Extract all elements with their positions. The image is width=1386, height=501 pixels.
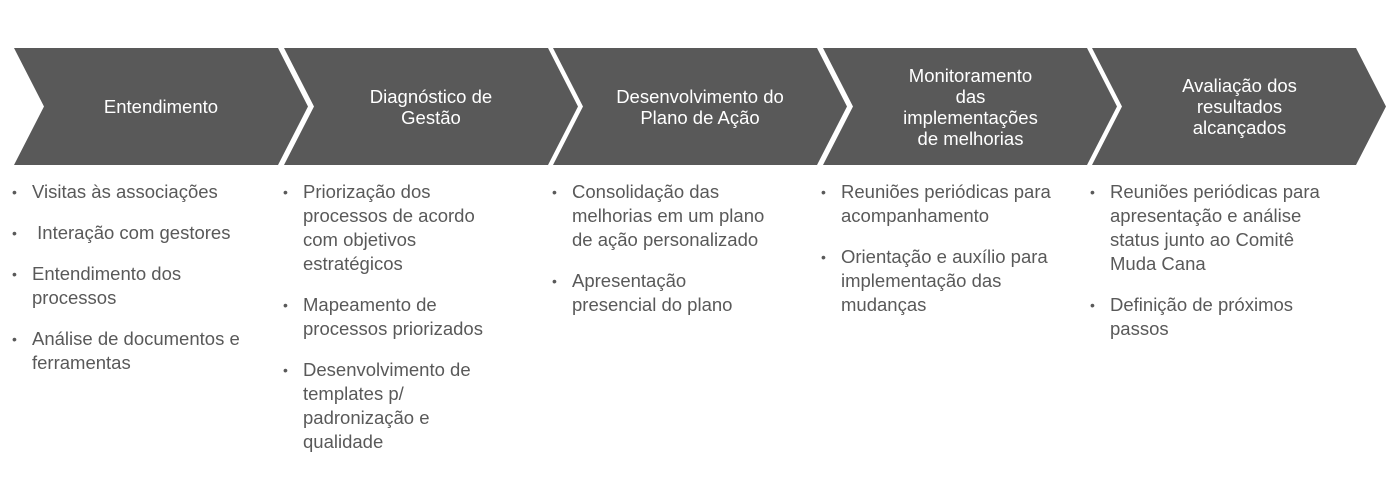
stage-3-chevron: Desenvolvimento do Plano de Ação xyxy=(553,48,847,165)
stage-4-chevron: Monitoramento das implementações de melh… xyxy=(823,48,1117,165)
stage-4-item-2: •Orientação e auxílio para implementação… xyxy=(821,246,1048,315)
stage-2-item-1: •Priorização dos processos de acordo com… xyxy=(283,181,475,274)
stage-1-item-4: •Análise de documentos e ferramentas xyxy=(12,328,240,373)
stage-3-list: •Consolidação das melhorias em um plano … xyxy=(552,180,792,334)
stage-1-title: Entendimento xyxy=(103,96,219,117)
bullet-icon: • xyxy=(12,225,17,241)
bullet-icon: • xyxy=(552,273,557,289)
stage-2-chevron: Diagnóstico de Gestão xyxy=(284,48,578,165)
stage-5-chevron: Avaliação dos resultados alcançados xyxy=(1092,48,1386,165)
stage-3-item-1: •Consolidação das melhorias em um plano … xyxy=(552,181,765,250)
stage-1-item-1: •Visitas às associações xyxy=(12,181,218,202)
stage-1-list: •Visitas às associações • Interação com … xyxy=(12,180,262,392)
bullet-icon: • xyxy=(283,297,288,313)
stage-5-title: Avaliação dos resultados alcançados xyxy=(1182,75,1297,138)
bullet-icon: • xyxy=(821,184,826,200)
bullet-icon: • xyxy=(12,331,17,347)
bullet-icon: • xyxy=(12,266,17,282)
stage-1-item-3: •Entendimento dos processos xyxy=(12,263,182,308)
stage-4-list: •Reuniões periódicas para acompanhamento… xyxy=(821,180,1066,334)
bullet-icon: • xyxy=(1090,297,1095,313)
stage-2-item-2: •Mapeamento de processos priorizados xyxy=(283,294,483,339)
stage-2-item-3: •Desenvolvimento de templates p/ padroni… xyxy=(283,359,471,452)
stage-3-title: Desenvolvimento do Plano de Ação xyxy=(616,85,784,128)
stage-4-item-1: •Reuniões periódicas para acompanhamento xyxy=(821,181,1051,226)
stage-1-item-2: • Interação com gestores xyxy=(12,222,231,243)
bullet-icon: • xyxy=(821,249,826,265)
bullet-icon: • xyxy=(12,184,17,200)
bullet-icon: • xyxy=(552,184,557,200)
bullet-icon: • xyxy=(283,184,288,200)
stage-2-list: •Priorização dos processos de acordo com… xyxy=(283,180,518,471)
stage-1-chevron: Entendimento xyxy=(14,48,308,165)
stage-5-item-2: •Definição de próximos passos xyxy=(1090,294,1294,339)
stage-5-list: •Reuniões periódicas para apresentação e… xyxy=(1090,180,1330,358)
stage-3-item-2: •Apresentação presencial do plano xyxy=(552,270,733,315)
stage-2-title: Diagnóstico de Gestão xyxy=(369,85,493,128)
stage-4-title: Monitoramento das implementações de melh… xyxy=(903,64,1038,149)
bullet-icon: • xyxy=(1090,184,1095,200)
stage-5-item-1: •Reuniões periódicas para apresentação e… xyxy=(1090,181,1320,274)
bullet-icon: • xyxy=(283,362,288,378)
